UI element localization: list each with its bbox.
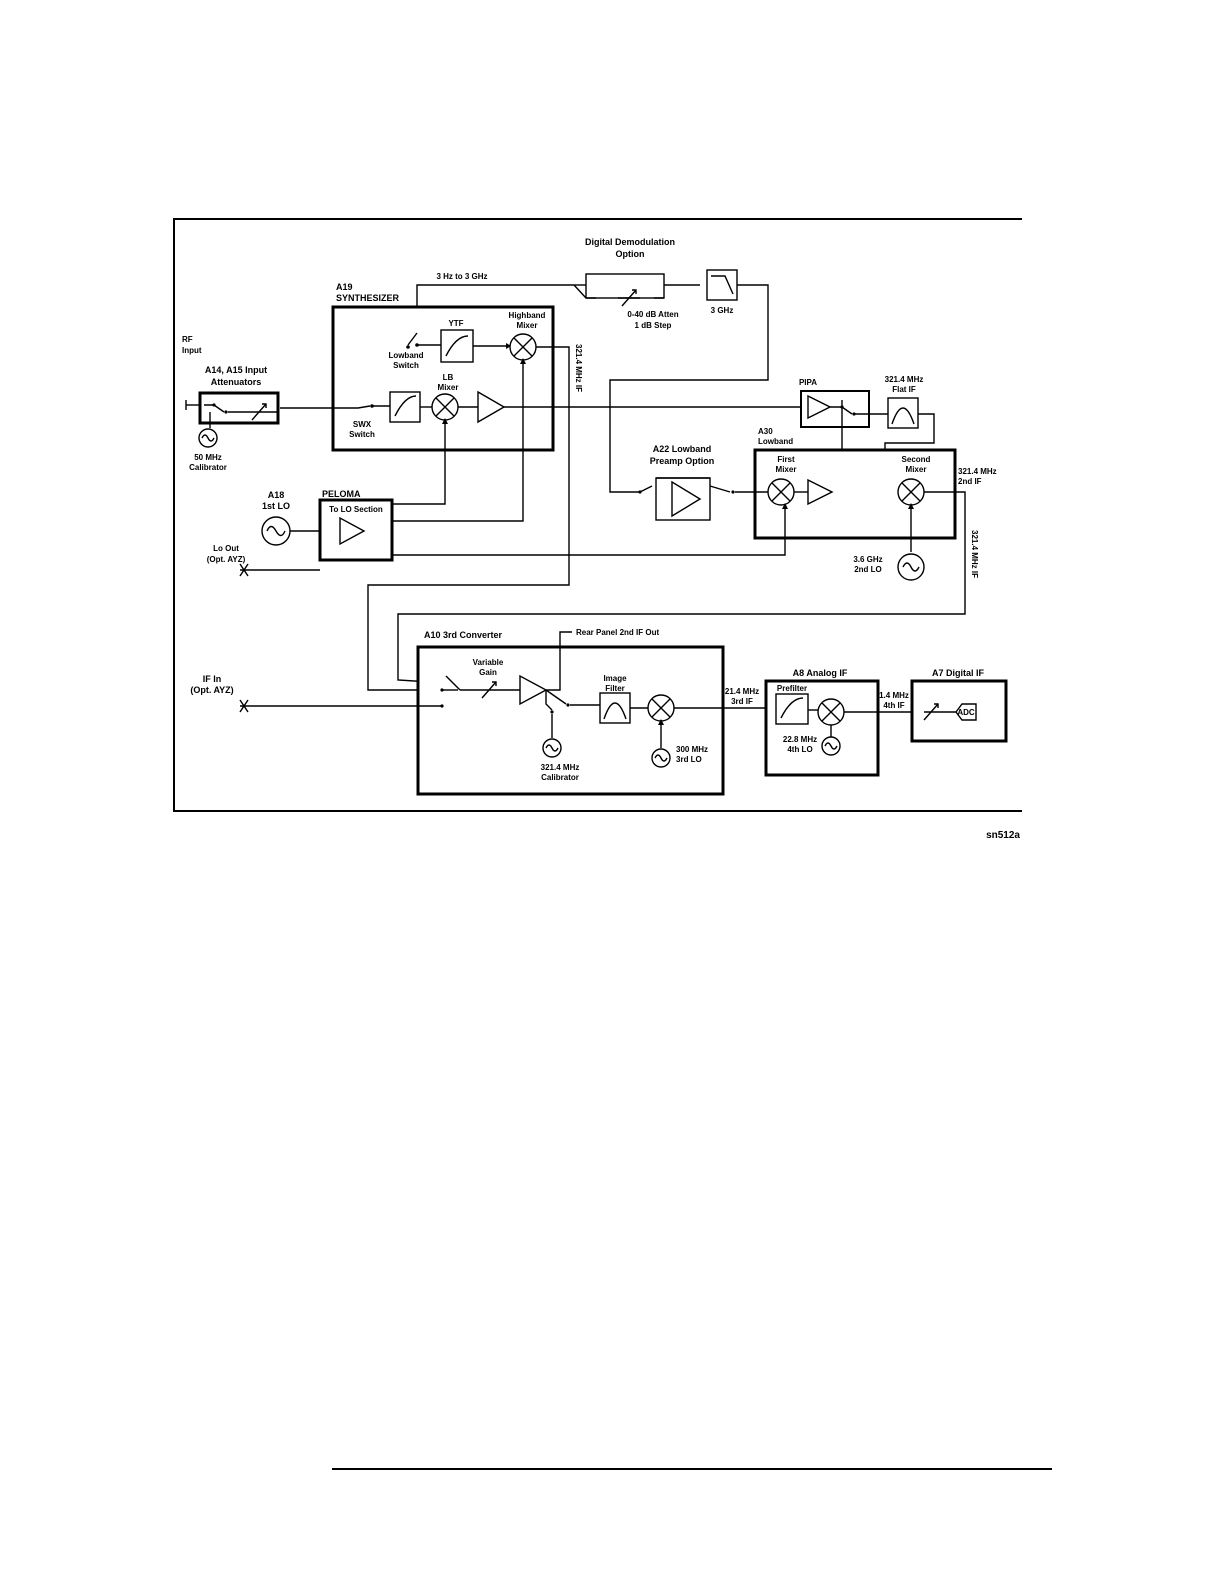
input-attenuator-icon [251,403,267,421]
if-214-label-2: 3rd IF [731,697,753,706]
sw-switch-label-1: SWX [353,420,372,429]
a7-gain-icon [923,703,939,721]
a14-a15-attenuators-box [198,391,280,425]
a30-label-1: A30 [758,427,773,436]
image-filter-label-2: Filter [605,684,625,693]
a14-a15-label-1: A14, A15 Input [205,365,267,375]
if-14-label-1: 1.4 MHz [879,691,909,700]
if-in-label-1: IF In [203,674,222,684]
lo-out-connector-icon [239,563,249,577]
lowband-switch-label-1: Lowband [388,351,423,360]
image-filter-label-1: Image [603,674,627,683]
to-lo-section-label: To LO Section [329,505,383,514]
fourth-lo-label-2: 4th LO [787,745,812,754]
lb-mixer-label-1: LB [443,373,454,382]
lb-mixer-label-2: Mixer [438,383,459,392]
peloma-box [318,498,394,562]
atten-label-2: 1 dB Step [635,321,672,330]
a22-label-2: Preamp Option [650,456,715,466]
adc-icon [955,703,977,721]
cal-50mhz-label-2: Calibrator [189,463,227,472]
a18-label-2: 1st LO [262,501,290,511]
cal-3214-label-2: Calibrator [541,773,579,782]
flat-if-label-2: Flat IF [892,385,916,394]
adc-label: ADC [957,708,975,717]
demod-bypass-box [585,273,665,299]
second-mixer-label-1: Second [902,455,931,464]
out-3214-label-2: 2nd IF [958,477,982,486]
variable-gain-icon [481,681,497,699]
atten-label-1: 0-40 dB Atten [627,310,678,319]
highband-mixer-label-1: Highband [509,311,546,320]
if-214-label-1: 21.4 MHz [725,687,759,696]
highband-mixer-label-2: Mixer [517,321,538,330]
diagram-frame [173,218,1022,812]
side-2nd-if-label: 321.4 MHz IF [970,530,979,578]
out-3214-label-1: 321.4 MHz [958,467,997,476]
first-mixer-label-1: First [777,455,795,464]
prefilter-label: Prefilter [777,684,807,693]
attenuator-0-40-icon [621,289,637,307]
prefilter-icon [775,693,809,725]
a8-label: A8 Analog IF [793,668,848,678]
lo-out-label-1: Lo Out [213,544,239,553]
3ghz-label: 3 GHz [711,306,734,315]
digital-demod-label-2: Option [616,249,645,259]
a10-3rd-converter-box [416,645,725,796]
fourth-lo-label-1: 22.8 MHz [783,735,817,744]
flat-if-label-1: 321.4 MHz [885,375,924,384]
lowpass-3ghz-filter [706,269,738,301]
peloma-amplifier-icon [339,516,366,546]
variable-gain-label-1: Variable [473,658,504,667]
a18-label-1: A18 [268,490,285,500]
third-lo-label-1: 300 MHz [676,745,708,754]
cal-50mhz-label-1: 50 MHz [194,453,222,462]
a19-label-2: SYNTHESIZER [336,293,400,303]
ytf-filter [440,329,474,363]
rf-input-label-1: RF [182,335,193,344]
first-mixer-label-2: Mixer [776,465,797,474]
variable-gain-label-2: Gain [479,668,497,677]
if-14-label-2: 4th IF [883,701,904,710]
peloma-label: PELOMA [322,489,361,499]
figure-id-label: sn512a [986,830,1020,841]
second-lo-label-1: 3.6 GHz [853,555,882,564]
a30-amplifier-icon [807,478,834,506]
a30-label-2: Lowband [758,437,793,446]
a10-label: A10 3rd Converter [424,630,503,640]
a10-amplifier-icon [519,674,548,706]
rear-panel-label: Rear Panel 2nd IF Out [576,628,659,637]
a19-label-1: A19 [336,282,353,292]
side-if-vertical-label: 321.4 MHz IF [574,344,583,392]
a14-a15-label-2: Attenuators [211,377,262,387]
sw-switch-label-2: Switch [349,430,375,439]
cal-3214-label-1: 321.4 MHz [541,763,580,772]
lo-out-label-2: (Opt. AYZ) [207,555,246,564]
3hz-3ghz-label: 3 Hz to 3 GHz [436,272,487,281]
a7-label: A7 Digital IF [932,668,985,678]
lowband-switch-label-2: Switch [393,361,419,370]
digital-demod-label-1: Digital Demodulation [585,237,675,247]
second-mixer-label-2: Mixer [906,465,927,474]
pipa-label: PIPA [799,378,817,387]
lowpass-lb-filter [389,391,421,423]
ytf-label: YTF [448,319,463,328]
second-lo-label-2: 2nd LO [854,565,882,574]
preamp-amplifier-icon [671,480,702,518]
rf-input-label-2: Input [182,346,202,355]
third-lo-label-2: 3rd LO [676,755,702,764]
if-in-label-2: (Opt. AYZ) [190,685,233,695]
if-in-connector-icon [239,699,249,713]
a22-label-1: A22 Lowband [653,444,712,454]
lb-amplifier-icon [477,390,506,424]
pipa-amplifier-icon [807,394,832,420]
